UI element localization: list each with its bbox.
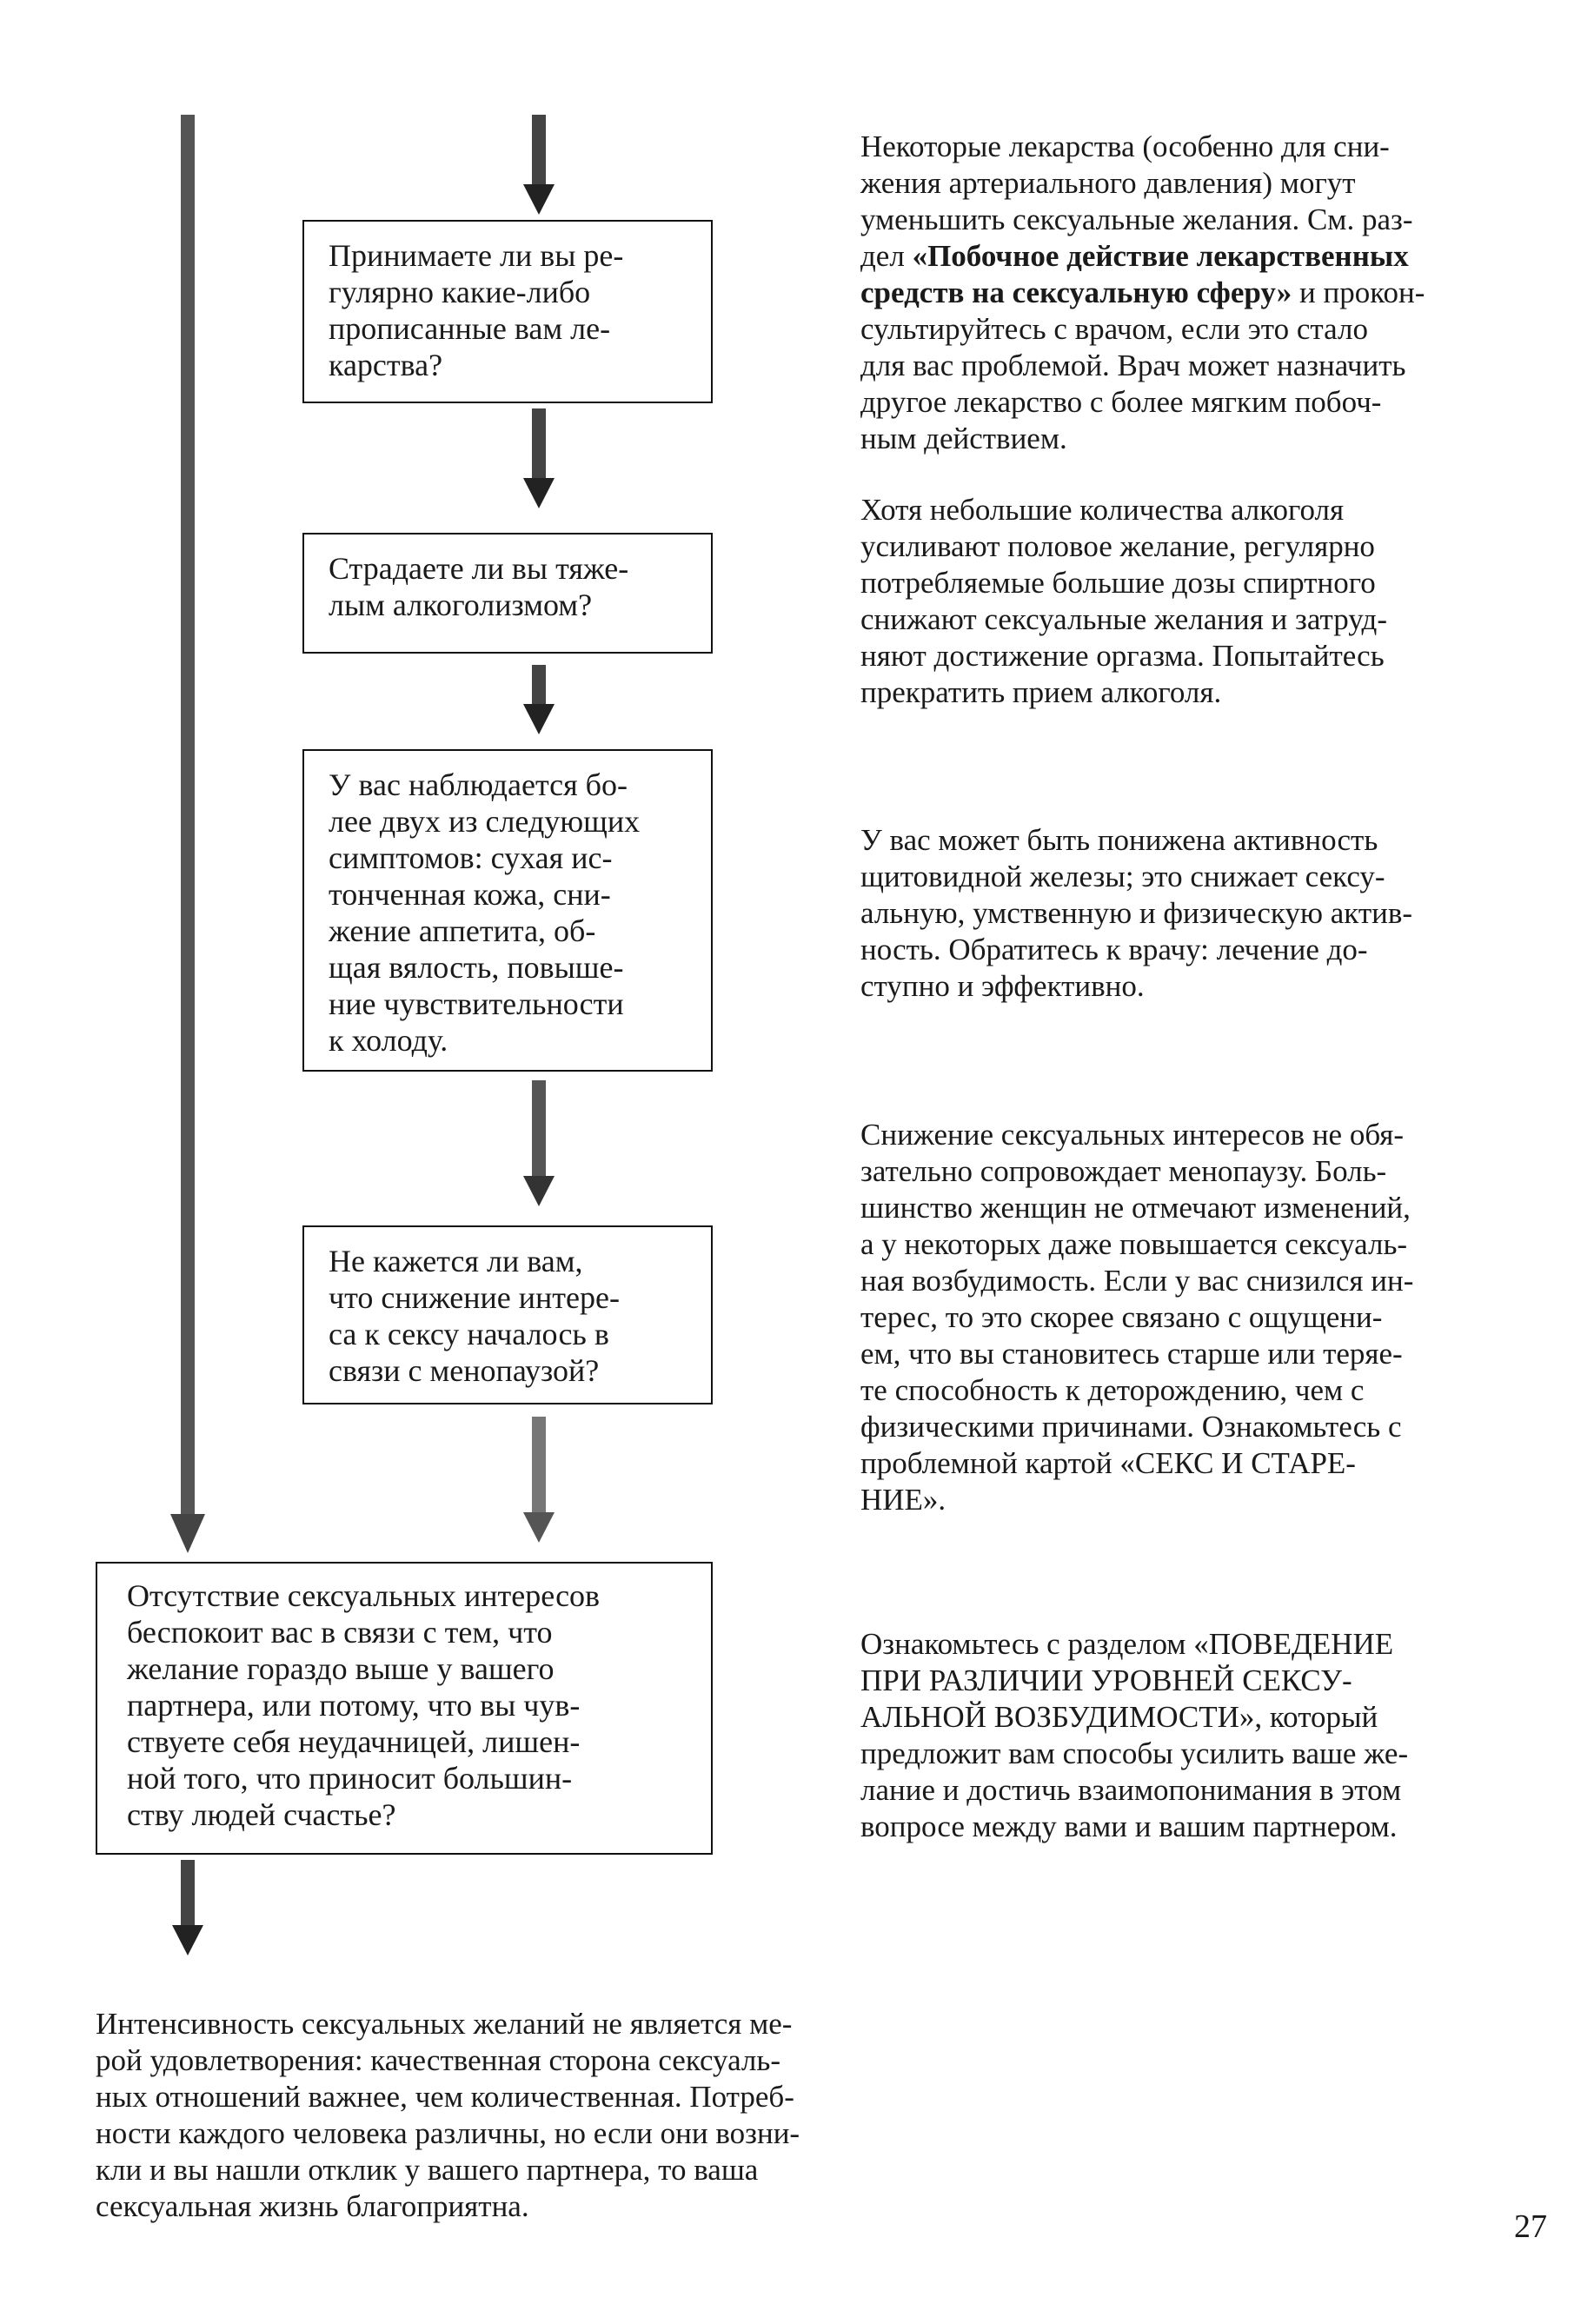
question-box-partner-difference: Отсутствие сексуальных интересов беспоко… <box>96 1562 713 1855</box>
question-text: У вас наблюдается бо- лее двух из следую… <box>329 767 641 1058</box>
note-text: Снижение сексуальных интересов не обя- з… <box>860 1118 1414 1517</box>
arrow-down-icon <box>523 665 555 734</box>
arrow-down-icon <box>523 408 555 508</box>
long-vertical-arrow <box>170 115 205 1553</box>
note-text: Хотя небольшие количества алкоголя усили… <box>860 493 1388 709</box>
note-text: Некоторые лекарства (особенно для сни- ж… <box>860 129 1413 273</box>
arrow-down-icon <box>523 1417 555 1543</box>
conclusion-paragraph: Интенсивность сексуальных желаний не явл… <box>96 1969 965 2225</box>
page-number: 27 <box>1514 2208 1547 2245</box>
note-medication: Некоторые лекарства (особенно для сни- ж… <box>860 92 1538 457</box>
question-box-alcoholism: Страдаете ли вы тяже- лым алкоголизмом? <box>302 533 713 654</box>
note-partner-difference: Ознакомьтесь с разделом «ПОВЕДЕНИЕ ПРИ Р… <box>860 1590 1538 1845</box>
note-alcohol: Хотя небольшие количества алкоголя усили… <box>860 455 1538 711</box>
question-text: Не кажется ли вам, что снижение интере- … <box>329 1244 620 1388</box>
question-text: Принимаете ли вы ре- гулярно какие-либо … <box>329 238 624 382</box>
question-text: Отсутствие сексуальных интересов беспоко… <box>127 1578 601 1832</box>
note-text: У вас может быть понижена активность щит… <box>860 823 1413 1003</box>
section-reference: «Побочное действие лекарственных средств… <box>860 239 1409 309</box>
note-text: и прокон- сультируйтесь с врачом, если э… <box>860 276 1425 455</box>
question-text: Страдаете ли вы тяже- лым алкоголизмом? <box>329 551 629 622</box>
arrow-down-icon <box>172 1860 203 1955</box>
note-text: Ознакомьтесь с разделом «ПОВЕДЕНИЕ ПРИ Р… <box>860 1627 1409 1843</box>
question-box-medication: Принимаете ли вы ре- гулярно какие-либо … <box>302 220 713 403</box>
arrow-down-icon <box>523 1080 555 1206</box>
question-box-thyroid-symptoms: У вас наблюдается бо- лее двух из следую… <box>302 749 713 1072</box>
question-box-menopause: Не кажется ли вам, что снижение интере- … <box>302 1225 713 1404</box>
arrow-down-icon <box>523 115 555 215</box>
note-thyroid: У вас может быть понижена активность щит… <box>860 786 1538 1005</box>
note-menopause: Снижение сексуальных интересов не обя- з… <box>860 1080 1538 1518</box>
conclusion-text: Интенсивность сексуальных желаний не явл… <box>96 2007 800 2223</box>
